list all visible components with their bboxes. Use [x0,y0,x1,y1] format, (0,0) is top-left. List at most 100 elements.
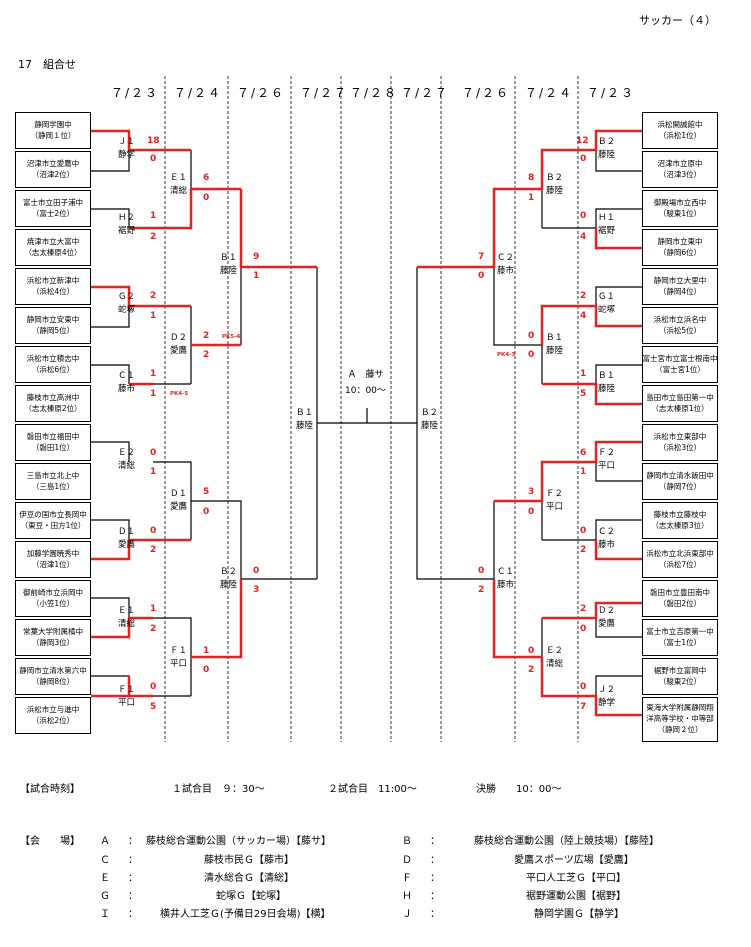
right-team-15: 裾野市立富岡中（駿東2位） [642,658,718,695]
right-r2-score-2a: 0 [528,331,535,341]
right-team-16: 東海大学附属静岡翔洋高等学校・中等部（静岡２位） [642,697,718,742]
left-r2-score-2a: 2 [203,331,210,341]
left-team-13: 御前崎市立浜岡中（小笠1位） [15,580,91,617]
date-dividers [164,76,579,742]
date-col-7: ７/２６ [462,86,511,100]
left-r1-score-2a: 1 [150,211,157,221]
right-r1-score-3b: 4 [580,311,587,321]
schedule-game-2: ２試合目 11:00～ [328,784,417,795]
right-r1-score-4a: 1 [580,369,587,379]
right-r2-pk-note: PK4-3 [497,352,516,358]
date-col-1: ７/２３ [111,86,160,100]
left-r1-score-4a: 1 [150,369,157,379]
left-team-6: 静岡市立安東中（静岡5位） [15,307,91,344]
left-team-9: 磐田市立福田中（磐田1位） [15,424,91,461]
right-qf-score-2a: 0 [478,566,485,576]
venue-colon-i: ： [128,909,138,920]
right-r1-score-5b: 1 [580,467,587,477]
venue-key-g: Ｇ [100,891,110,902]
tournament-bracket-lines [91,76,642,742]
venue-colon-h: ： [430,891,440,902]
left-team-11: 伊豆の国市立長岡中（東豆・田方1位） [15,502,91,539]
left-qf-score-1b: 1 [253,271,260,281]
left-r2-score-4a: 1 [203,646,210,656]
left-team-10: 三島市立北上中（三島1位） [15,463,91,500]
right-r2-score-4a: 0 [528,646,535,656]
venue-key-i: Ｉ [100,909,110,920]
right-team-4: 静岡市立東中（静岡6位） [642,229,718,266]
right-team-11: 藤枝市立藤枝中（志太榛原3位） [642,502,718,539]
right-r2-score-1a: 8 [528,173,535,183]
right-team-5: 静岡市立大里中（静岡4位） [642,268,718,305]
right-team-14: 富士市立吉原第一中（富士1位） [642,619,718,656]
venue-key-j: Ｊ [402,909,412,920]
page-header-label: サッカー（４） [639,14,716,27]
date-col-8: ７/２４ [525,86,574,100]
left-r1-score-8a: 0 [150,682,157,692]
schedule-final: 決勝 10：00～ [476,784,562,795]
left-r1-score-6a: 0 [150,526,157,536]
venue-name-a: 藤枝総合運動公園（サッカー場）【藤サ】 [146,836,331,847]
left-r1-score-3b: 1 [150,311,157,321]
venue-name-h: 裾野運動公園【裾野】 [526,891,626,902]
right-team-13: 磐田市立豊田南中（磐田2位） [642,580,718,617]
left-qf-score-2b: 3 [253,585,260,595]
right-r2-score-3a: 3 [528,487,535,497]
section-title: 17 組合せ [18,58,76,71]
left-team-1: 静岡学園中（静岡１位） [15,112,91,149]
right-team-3: 御殿場市立西中（駿東1位） [642,190,718,227]
venue-key-d: Ｄ [402,855,412,866]
right-team-2: 沼津市立原中（沼津3位） [642,151,718,188]
right-team-12: 浜松市立北浜東部中（浜松7位） [642,541,718,578]
date-col-2: ７/２４ [174,86,223,100]
right-r1-score-2b: 4 [580,232,587,242]
left-bracket-winner [91,129,317,698]
date-col-6: ７/２７ [401,86,450,100]
right-qf-score-1b: 0 [478,271,485,281]
venue-colon-a: ： [128,836,138,847]
venue-name-c: 藤枝市民Ｇ【藤市】 [204,855,294,866]
right-team-6: 浜松市立浜名中（浜松5位） [642,307,718,344]
venue-colon-g: ： [128,891,138,902]
venue-name-g: 蛇塚Ｇ【蛇塚】 [216,891,286,902]
left-r1-score-3a: 2 [150,291,157,301]
right-r1-score-3a: 2 [580,291,587,301]
venue-key-a: Ａ [100,836,110,847]
date-col-4: ７/２７ [300,86,349,100]
left-r1-score-4b: 1 [150,389,157,399]
left-team-7: 浜松市立積志中（浜松6位） [15,346,91,383]
venue-colon-b: ： [430,836,440,847]
venue-name-b: 藤枝総合運動公園（陸上競技場）【藤陸】 [474,836,659,847]
left-r1-score-1b: 0 [150,154,157,164]
venue-name-i: 横井人工芝Ｇ(予備日29日会場)【横】 [160,909,331,920]
right-r2-score-4b: 2 [528,665,535,675]
date-col-3: ７/２６ [237,86,286,100]
venue-key-c: Ｃ [100,855,110,866]
venue-name-d: 愛鷹スポーツ広場【愛鷹】 [514,855,634,866]
right-team-8: 島田市立島田第一中（志太榛原1位） [642,385,718,422]
right-r2-score-2b: 0 [528,350,535,360]
venue-name-e: 清水総合Ｇ【清総】 [204,873,294,884]
left-r1-score-2b: 2 [150,232,157,242]
left-r2-score-3a: 5 [203,487,210,497]
right-r1-score-8b: 7 [580,702,587,712]
venue-name-f: 平口人工芝Ｇ【平口】 [526,873,626,884]
venue-key-b: Ｂ [402,836,412,847]
left-r2-pk-note: PK5-4 [222,334,241,340]
right-r1-score-7a: 2 [580,604,587,614]
